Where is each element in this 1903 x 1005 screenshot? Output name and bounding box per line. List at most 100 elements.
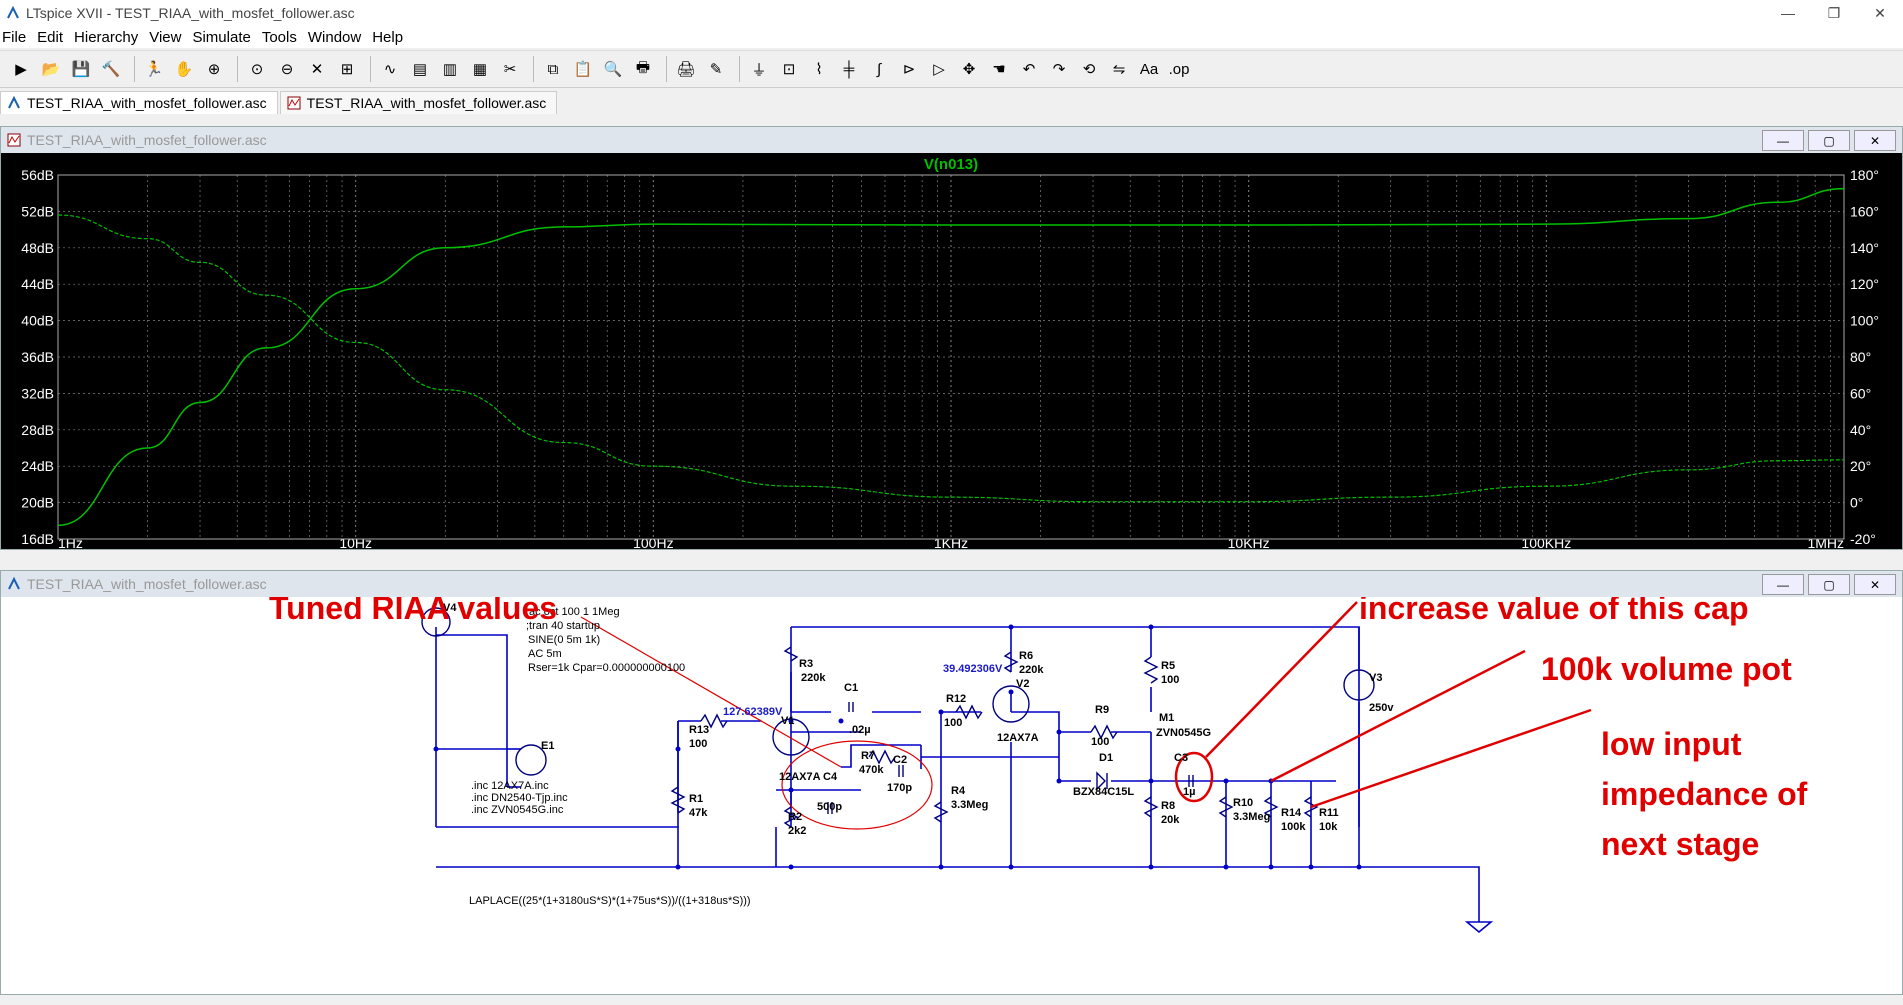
component-ref-v2[interactable]: V2 bbox=[1016, 678, 1029, 690]
text-icon[interactable]: Aa bbox=[1139, 60, 1159, 78]
plot-close-button[interactable]: ✕ bbox=[1854, 130, 1896, 151]
component-ref-r14[interactable]: R14 bbox=[1281, 807, 1302, 819]
pan-hand-icon[interactable]: ✋ bbox=[174, 61, 194, 78]
component-value-r13[interactable]: 100 bbox=[689, 738, 707, 750]
zoom-in-icon[interactable]: ⊕ bbox=[207, 61, 221, 78]
component-ref-r6[interactable]: R6 bbox=[1019, 650, 1033, 662]
menu-window[interactable]: Window bbox=[307, 28, 362, 46]
component-ref-c4[interactable]: C4 bbox=[823, 771, 838, 783]
component-value-c3[interactable]: 1µ bbox=[1183, 786, 1195, 798]
print-icon[interactable]: 🖶 bbox=[635, 58, 651, 76]
menu-view[interactable]: View bbox=[149, 28, 182, 46]
component-ref-r1[interactable]: R1 bbox=[689, 793, 703, 805]
component-ref-r3[interactable]: R3 bbox=[799, 658, 813, 670]
halt-icon[interactable]: 🏃 bbox=[144, 61, 164, 78]
close-button[interactable]: ✕ bbox=[1874, 4, 1886, 21]
component-value-r12[interactable]: 100 bbox=[944, 717, 962, 729]
component-value-r4[interactable]: 3.3Meg bbox=[951, 799, 988, 811]
component-value-r8[interactable]: 20k bbox=[1161, 814, 1180, 826]
cascade-icon[interactable]: ▦ bbox=[472, 61, 488, 78]
cut-icon[interactable]: ✂ bbox=[503, 61, 517, 78]
component-ref-c2[interactable]: C2 bbox=[893, 754, 907, 766]
menu-tools[interactable]: Tools bbox=[261, 28, 297, 46]
run-icon[interactable]: ▶ bbox=[15, 61, 27, 78]
autorange-icon[interactable]: ⊞ bbox=[340, 61, 354, 78]
menu-edit[interactable]: Edit bbox=[37, 28, 64, 46]
resistor-icon[interactable]: ⌇ bbox=[815, 61, 823, 78]
component-value-r9[interactable]: 100 bbox=[1091, 736, 1109, 748]
tab-waveform[interactable]: TEST_RIAA_with_mosfet_follower.asc bbox=[279, 90, 558, 114]
redo-icon[interactable]: ↷ bbox=[1052, 61, 1066, 78]
component-ref-v4[interactable]: V4 bbox=[443, 602, 457, 614]
component-ref-m1[interactable]: M1 bbox=[1159, 712, 1174, 724]
component-ref-r13[interactable]: R13 bbox=[689, 724, 709, 736]
label-net-icon[interactable]: ⊡ bbox=[782, 61, 796, 78]
bode-plot[interactable]: 56dB52dB48dB44dB40dB36dB32dB28dB24dB20dB… bbox=[1, 153, 1902, 549]
component-value-r10[interactable]: 3.3Meg bbox=[1233, 811, 1270, 823]
plot-minimize-button[interactable]: — bbox=[1762, 130, 1804, 151]
component-value-r3[interactable]: 220k bbox=[801, 672, 826, 684]
restore-button[interactable]: ❐ bbox=[1827, 4, 1841, 21]
component-ref-c1[interactable]: C1 bbox=[844, 682, 858, 694]
component-value-m1[interactable]: ZVN0545G bbox=[1156, 727, 1211, 739]
menu-simulate[interactable]: Simulate bbox=[192, 28, 251, 46]
component-ref-r11[interactable]: R11 bbox=[1319, 807, 1339, 819]
plot-maximize-button[interactable]: ▢ bbox=[1808, 130, 1850, 151]
component-value-r14[interactable]: 100k bbox=[1281, 821, 1306, 833]
waveform-icon[interactable]: ∿ bbox=[383, 61, 397, 78]
spice-directive-icon[interactable]: .op bbox=[1168, 60, 1190, 78]
component-ref-r7[interactable]: R7 bbox=[861, 750, 875, 762]
rotate-icon[interactable]: ⟲ bbox=[1082, 61, 1096, 78]
component-ref-c3[interactable]: C3 bbox=[1174, 752, 1188, 764]
ground-icon[interactable]: ⏚ bbox=[751, 61, 767, 79]
schematic-minimize-button[interactable]: — bbox=[1762, 574, 1804, 595]
component-value-r11[interactable]: 10k bbox=[1319, 821, 1338, 833]
copy-icon[interactable]: ⧉ bbox=[547, 60, 559, 78]
component-ref-d1[interactable]: D1 bbox=[1099, 752, 1113, 764]
component-ref-r2[interactable]: R2 bbox=[788, 811, 802, 823]
component-value-r2[interactable]: 2k2 bbox=[788, 825, 806, 837]
component-ref-r12[interactable]: R12 bbox=[946, 693, 966, 705]
zoom-out-icon[interactable]: ⊖ bbox=[280, 61, 294, 78]
component-icon[interactable]: ▷ bbox=[933, 61, 945, 78]
component-value-c2[interactable]: 170p bbox=[887, 782, 912, 794]
menu-file[interactable]: File bbox=[2, 28, 27, 46]
drag-icon[interactable]: ☚ bbox=[992, 61, 1006, 78]
component-ref-e1[interactable]: E1 bbox=[541, 740, 554, 752]
tab-schematic[interactable]: TEST_RIAA_with_mosfet_follower.asc bbox=[0, 90, 278, 114]
component-ref-r4[interactable]: R4 bbox=[951, 785, 966, 797]
component-ref-v1[interactable]: V1 bbox=[781, 715, 794, 727]
component-ref-r9[interactable]: R9 bbox=[1095, 704, 1109, 716]
component-ref-r8[interactable]: R8 bbox=[1161, 800, 1175, 812]
component-ref-r10[interactable]: R10 bbox=[1233, 797, 1253, 809]
paste-icon[interactable]: 📋 bbox=[573, 61, 593, 78]
schematic-close-button[interactable]: ✕ bbox=[1854, 574, 1896, 595]
mirror-icon[interactable]: ⇋ bbox=[1112, 61, 1126, 78]
component-value-c4[interactable]: 500p bbox=[817, 801, 842, 813]
menu-hierarchy[interactable]: Hierarchy bbox=[74, 28, 139, 46]
zoom-fit-icon[interactable]: ✕ bbox=[310, 61, 324, 78]
zoom-area-icon[interactable]: ⊙ bbox=[250, 61, 264, 78]
find-icon[interactable]: 🔍 bbox=[603, 61, 623, 78]
menu-help[interactable]: Help bbox=[372, 28, 404, 46]
capacitor-icon[interactable]: ╪ bbox=[843, 60, 855, 78]
component-value-v1[interactable]: 12AX7A bbox=[779, 771, 821, 783]
schematic-maximize-button[interactable]: ▢ bbox=[1808, 574, 1850, 595]
component-value-r7[interactable]: 470k bbox=[859, 764, 884, 776]
schematic-canvas[interactable]: .ac oct 100 1 1Meg ;tran 40 startup SINE… bbox=[1, 597, 1902, 994]
component-value-r6[interactable]: 220k bbox=[1019, 664, 1044, 676]
component-value-v2[interactable]: 12AX7A bbox=[997, 732, 1039, 744]
diode-icon[interactable]: ⊳ bbox=[902, 61, 916, 78]
open-icon[interactable]: 📂 bbox=[41, 61, 61, 78]
component-value-v3[interactable]: 250v bbox=[1369, 702, 1394, 714]
component-value-r1[interactable]: 47k bbox=[689, 807, 708, 819]
print-setup-icon[interactable]: 🖨 bbox=[676, 61, 696, 78]
control-panel-icon[interactable]: 🔨 bbox=[101, 61, 121, 78]
tile-vertical-icon[interactable]: ▥ bbox=[442, 61, 458, 78]
component-value-c1[interactable]: .02µ bbox=[849, 724, 871, 736]
draw-wire-icon[interactable]: ✎ bbox=[709, 61, 723, 78]
tile-horizontal-icon[interactable]: ▤ bbox=[412, 61, 428, 78]
component-ref-v3[interactable]: V3 bbox=[1369, 672, 1382, 684]
minimize-button[interactable]: — bbox=[1781, 5, 1795, 21]
component-value-r5[interactable]: 100 bbox=[1161, 674, 1179, 686]
